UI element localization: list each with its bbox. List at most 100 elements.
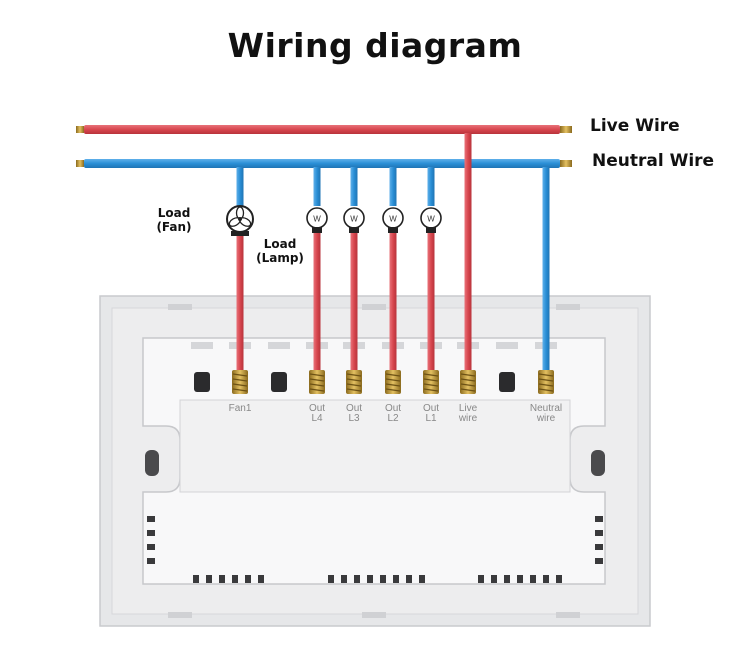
lamp-load-label-line1: Load [263,237,297,251]
terminal-label-line2: L1 [425,413,437,424]
left-mount-slot [145,450,159,476]
lamp-switched-wire [313,232,321,370]
right-mount-slot [591,450,605,476]
vent-slot [595,530,603,536]
vent-slot [556,575,562,583]
screw-thread [460,388,476,392]
terminal-label-line2: L4 [311,413,323,424]
lamp-switched-wire [389,232,397,370]
vent-slot [478,575,484,583]
screw-thread [385,373,401,377]
frame-clip [362,612,386,618]
screw-thread [538,373,554,377]
vent-slot [367,575,373,583]
vent-slot [147,558,155,564]
fan-neutral-wire [236,167,244,206]
screw-thread [232,378,248,382]
terminal-plug [499,372,515,392]
vent-slot [517,575,523,583]
live-feed-wire [464,133,472,370]
bulb-letter: W [389,215,397,224]
terminal-label-line2: wire [536,413,556,424]
screw-thread [309,373,325,377]
vent-slot [147,530,155,536]
screw-thread [346,383,362,387]
vent-slot [232,575,238,583]
screw-thread [423,383,439,387]
vent-slot [543,575,549,583]
terminal-tab [496,342,518,349]
vent-slot [354,575,360,583]
bulb-letter: W [427,215,435,224]
screw-thread [385,388,401,392]
frame-clip [362,304,386,310]
terminal-tab [191,342,213,349]
screw-thread [538,383,554,387]
lamp-neutral-wire [427,167,435,206]
fan-load-label: Load (Fan) [148,206,200,234]
terminal-tab [268,342,290,349]
live-wire-tip-right [560,126,572,133]
lamp-switched-wire [350,232,358,370]
vent-slot [595,558,603,564]
vent-slot [419,575,425,583]
vent-slot [245,575,251,583]
screw-thread [232,383,248,387]
terminal-label-line1: Out [308,403,326,414]
screw-thread [309,378,325,382]
terminal-label-line1: Out [422,403,440,414]
bulb-base [426,227,436,233]
neutral-wire-tip-left [76,160,84,167]
live-wire-tip-left [76,126,84,133]
neutral-feed-wire [542,167,550,370]
vent-slot [328,575,334,583]
neutral-wire-body [84,159,560,168]
terminal-label-line2: L3 [348,413,360,424]
fan-hub [238,217,242,221]
screw-thread [423,378,439,382]
bulb-letter: W [350,215,358,224]
vent-slot [530,575,536,583]
terminal-label-line2: L2 [387,413,399,424]
switch-panel [99,295,651,627]
screw-thread [309,388,325,392]
vent-slot [491,575,497,583]
diagram-title: Wiring diagram [227,26,523,65]
vent-slot [147,544,155,550]
vent-slot [406,575,412,583]
screw-thread [538,378,554,382]
vent-slot [206,575,212,583]
vent-slot [393,575,399,583]
frame-clip [556,612,580,618]
screw-thread [460,373,476,377]
screw-thread [423,388,439,392]
screw-thread [232,373,248,377]
terminal-label-line1: Out [345,403,363,414]
screw-thread [346,388,362,392]
terminal-label-line1: Neutral [529,403,563,414]
vent-slots [147,516,603,583]
vent-slot [595,516,603,522]
vent-slot [219,575,225,583]
fan-load-label-line2: (Fan) [156,220,192,234]
neutral-wire-tip-right [560,160,572,167]
vent-slot [380,575,386,583]
fan-base [231,231,249,236]
lamp-neutral-wire [389,167,397,206]
vent-slot [258,575,264,583]
bulb-base [312,227,322,233]
screw-thread [346,373,362,377]
vent-slot [341,575,347,583]
live-wire-label: Live Wire [590,116,680,136]
vent-slot [595,544,603,550]
fan-load-label-line1: Load [157,206,191,220]
lamp-neutral-wire [350,167,358,206]
lamp-load-label-line2: (Lamp) [256,251,304,265]
screw-thread [232,388,248,392]
vent-slot [504,575,510,583]
